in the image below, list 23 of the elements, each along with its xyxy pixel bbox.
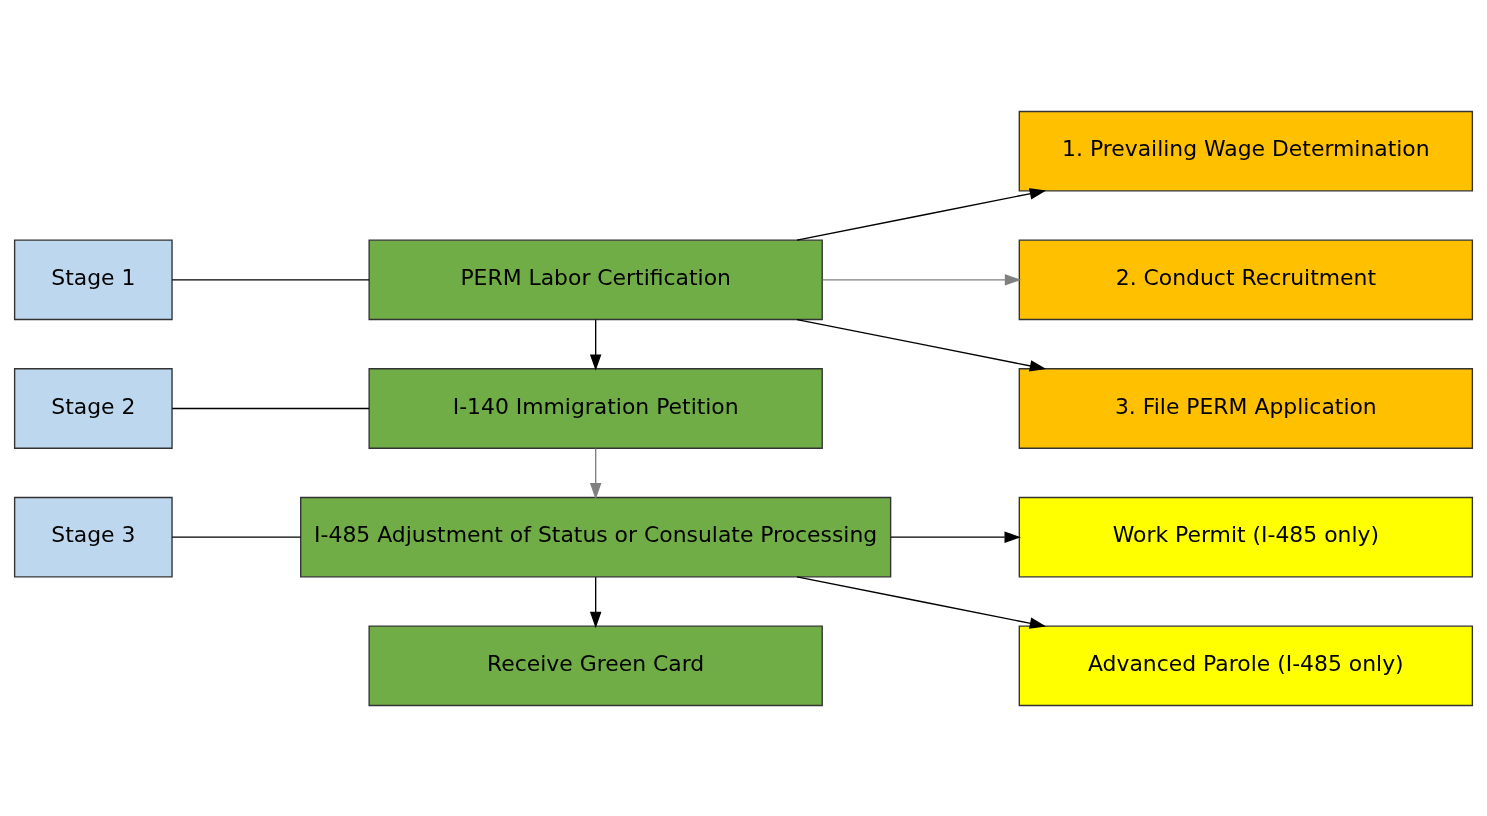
node-box: PERM Labor Certification: [368, 238, 823, 320]
node-box: Work Permit (I-485 only): [1018, 496, 1474, 578]
node-box: 1. Prevailing Wage Determination: [1018, 110, 1474, 192]
node-box: Advanced Parole (I-485 only): [1018, 624, 1474, 706]
arrow: [796, 318, 1047, 372]
arrow: [821, 273, 1022, 286]
node-box: 2. Conduct Recruitment: [1018, 238, 1474, 320]
arrow: [589, 318, 602, 371]
connector: [171, 407, 370, 409]
node-box: Stage 3: [13, 496, 173, 578]
arrow: [890, 530, 1021, 543]
node-box: Stage 2: [13, 367, 173, 449]
connector: [171, 536, 302, 538]
arrow: [589, 575, 602, 628]
connector: [171, 278, 370, 280]
node-box: Stage 1: [13, 238, 173, 320]
node-box: 3. File PERM Application: [1018, 367, 1474, 449]
node-box: I-485 Adjustment of Status or Consulate Processing: [300, 496, 892, 578]
arrow: [796, 575, 1047, 629]
node-box: Receive Green Card: [368, 624, 823, 706]
arrow: [796, 187, 1047, 241]
node-box: I-140 Immigration Petition: [368, 367, 823, 449]
arrow: [589, 447, 602, 500]
